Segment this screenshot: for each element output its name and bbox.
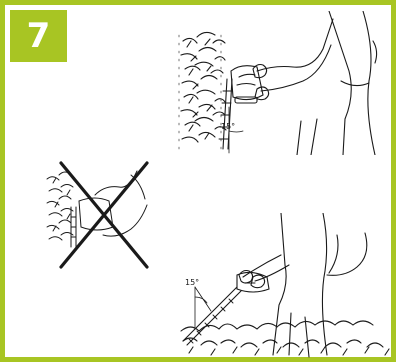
operator-arms: [253, 19, 333, 100]
operator-body: [297, 11, 377, 155]
illustration-vertical-trimming: 15°: [177, 11, 396, 155]
angle-label-top: 15°: [221, 122, 235, 131]
step-number-badge: 7: [10, 10, 67, 62]
trimmer-blade: [219, 79, 232, 149]
illustration-horizontal-trimming: 15°: [177, 213, 396, 363]
operator-body-bottom: [273, 213, 367, 357]
operator-arms-bottom: [239, 255, 289, 288]
step-number: 7: [27, 16, 51, 56]
angle-label-bottom: 15°: [185, 278, 199, 287]
horizontal-trimming-drawing: 15°: [177, 213, 396, 363]
trimmer-body: [231, 66, 263, 103]
hedge-top: [181, 321, 389, 355]
hedge-leaves: [179, 32, 226, 151]
trimmer-blade-bottom: [183, 287, 241, 345]
incorrect-x-mark: [61, 163, 147, 267]
hedge-leaves-small: [47, 172, 73, 240]
vertical-trimming-drawing: 15°: [177, 11, 396, 155]
incorrect-usage-drawing: [45, 155, 163, 273]
illustration-incorrect-usage: [45, 155, 163, 273]
